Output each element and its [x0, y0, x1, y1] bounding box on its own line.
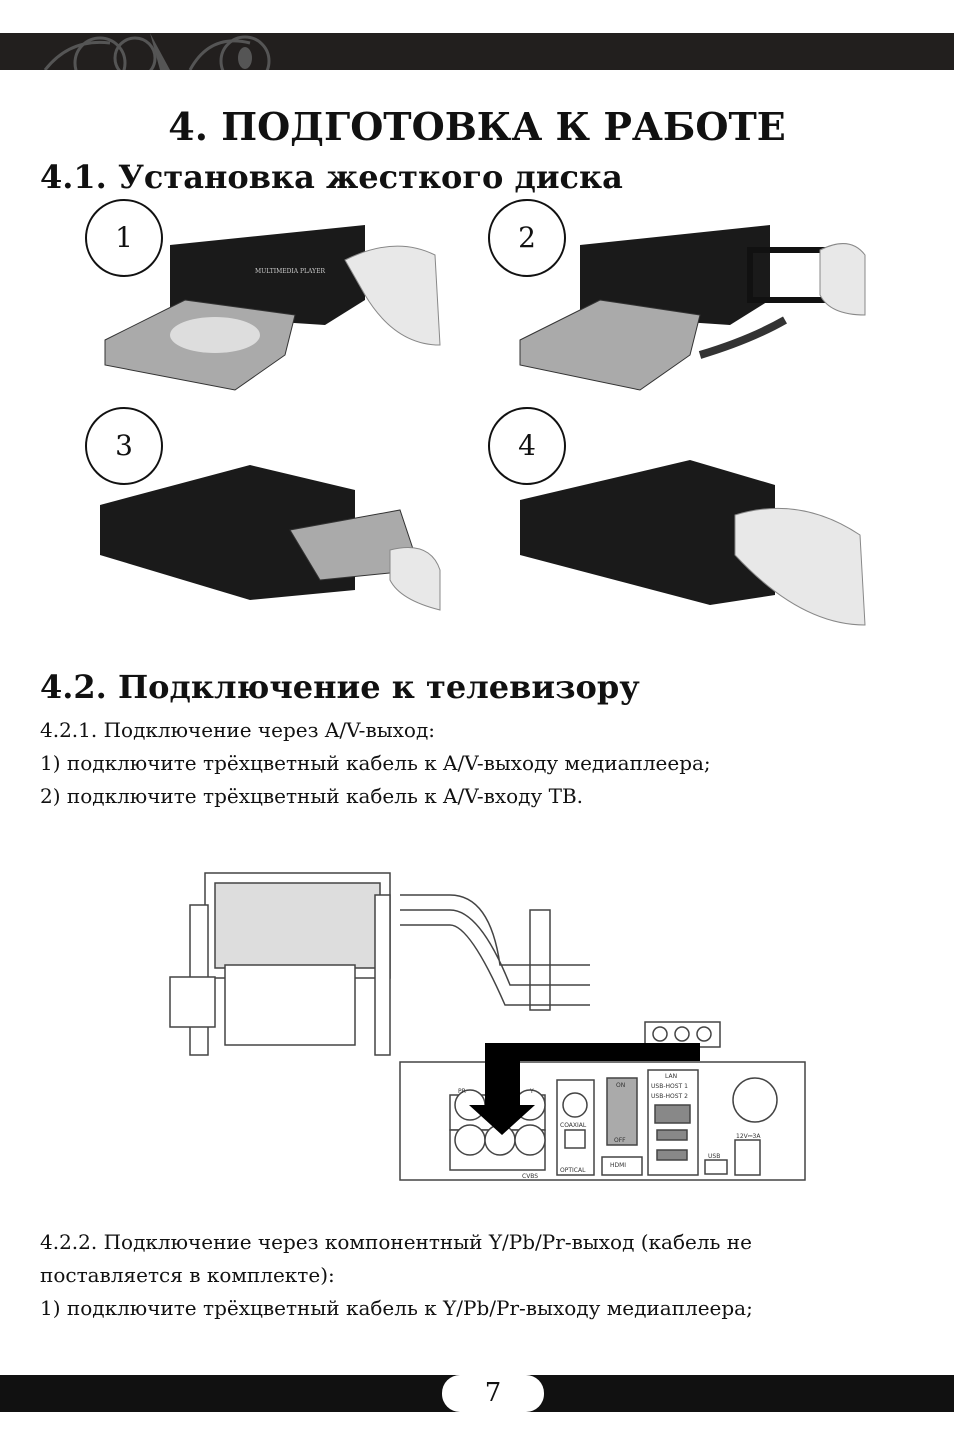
page-number: 7: [442, 1375, 544, 1412]
photo-step-2: [519, 225, 866, 391]
label-usb-host1: USB-HOST 1: [651, 1083, 688, 1090]
label-dc: 12V⎓3A: [736, 1133, 761, 1140]
label-usb: USB: [708, 1153, 720, 1160]
header-bar: (QUMO): [0, 33, 954, 104]
section-heading-hdd: 4.1. Установка жесткого диска: [40, 158, 623, 196]
label-off: OFF: [614, 1137, 626, 1144]
section-heading-tv: 4.2. Подключение к телевизору: [40, 668, 640, 706]
page-title: 4. ПОДГОТОВКА К РАБОТЕ: [168, 104, 786, 149]
text-line: 4.2.1. Подключение через A/V-выход:: [40, 718, 435, 742]
label-y: Y: [529, 1088, 534, 1095]
step-number-4: 4: [488, 407, 566, 485]
text-line: 2) подключите трёхцветный кабель к A/V-в…: [40, 784, 584, 808]
label-coaxial: COAXIAL: [560, 1122, 587, 1129]
av-connection-diagram: COAXIAL OPTICAL HDMI LAN USB-HOST 1 USB-…: [169, 872, 806, 1181]
photo-step-1: MULTIMEDIA PLAYER: [104, 225, 441, 391]
step-number-1: 1: [85, 199, 163, 277]
text-line: 1) подключите трёхцветный кабель к A/V-в…: [40, 751, 711, 775]
photo-step-3: [100, 465, 441, 611]
label-on: ON: [616, 1082, 625, 1089]
label-usb-host2: USB-HOST 2: [651, 1093, 688, 1100]
step-number-3: 3: [85, 407, 163, 485]
step-number-2: 2: [488, 199, 566, 277]
label-cvbs: CVBS: [522, 1173, 538, 1180]
photo-step-4: [520, 460, 866, 626]
label-pr: PR: [458, 1088, 466, 1095]
text-line: 4.2.2. Подключение через компонентный Y/…: [40, 1230, 752, 1254]
decorative-swirls: [43, 33, 271, 90]
label-lan: LAN: [665, 1073, 677, 1080]
qumo-logo: (QUMO): [683, 65, 896, 105]
text-line: 1) подключите трёхцветный кабель к Y/Pb/…: [40, 1296, 753, 1320]
label-hdmi: HDMI: [610, 1162, 626, 1169]
text-line: поставляется в комплекте):: [40, 1263, 335, 1287]
device-label: MULTIMEDIA PLAYER: [255, 268, 325, 275]
label-optical: OPTICAL: [560, 1167, 586, 1174]
